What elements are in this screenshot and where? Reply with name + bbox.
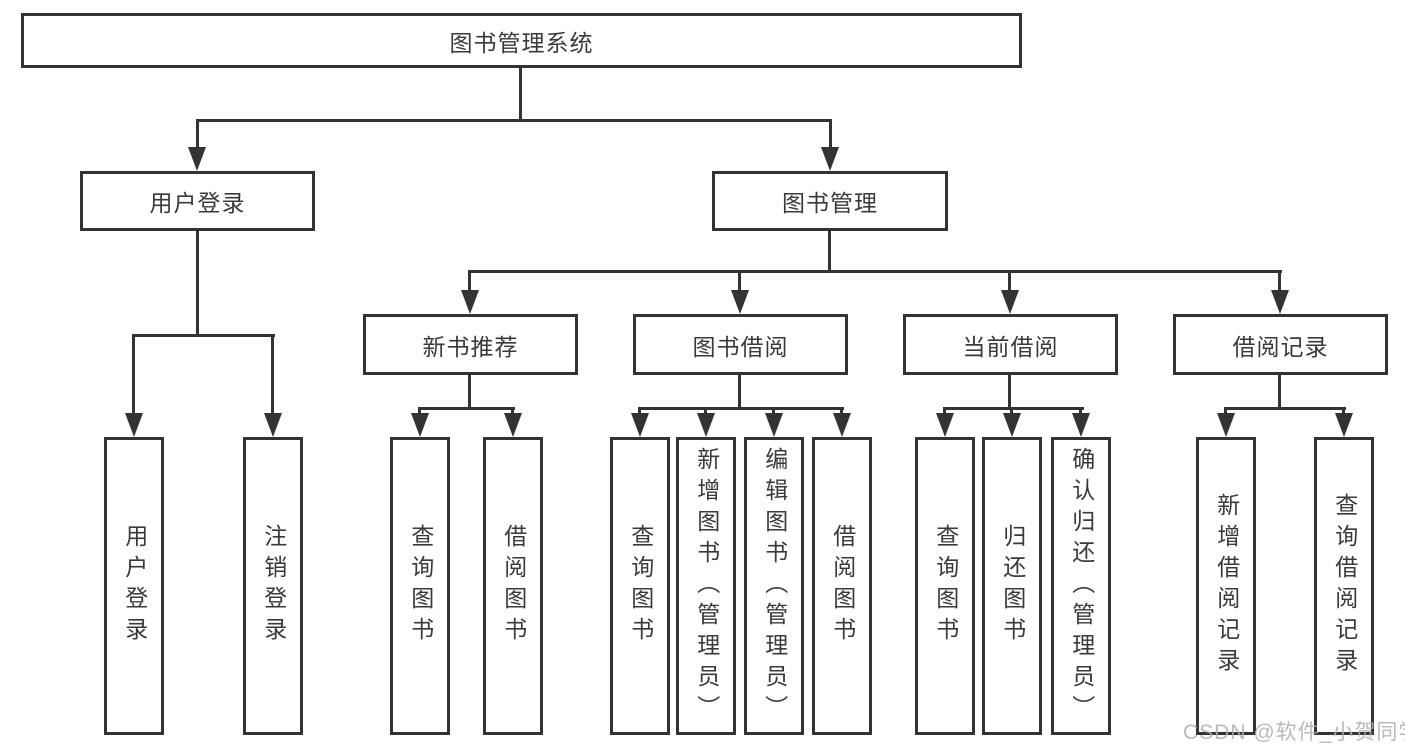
arrowhead-icon	[1335, 413, 1353, 437]
connector-line	[468, 270, 1282, 273]
leaf-label: 编辑图书（管理员）	[761, 446, 788, 726]
connector-line	[468, 375, 471, 410]
leaf-label: 新增图书（管理员）	[693, 446, 720, 726]
node-label: 借阅记录	[1232, 333, 1329, 360]
connector-line	[1079, 407, 1082, 417]
leaf-borrow-books-2: 借阅图书	[812, 437, 872, 735]
leaf-query-books-2: 查询图书	[610, 437, 670, 735]
connector-line	[943, 407, 946, 417]
connector-line	[1278, 375, 1281, 410]
node-user-login-branch: 用户登录	[80, 171, 315, 231]
leaf-query-books-1: 查询图书	[390, 437, 450, 735]
node-label: 用户登录	[149, 190, 246, 216]
arrowhead-icon	[1271, 290, 1289, 314]
connector-line	[1010, 407, 1013, 417]
connector-line	[943, 407, 1084, 410]
leaf-query-borrow-record: 查询借阅记录	[1314, 437, 1374, 735]
leaf-label: 新增借阅记录	[1213, 493, 1240, 679]
csdn-watermark: CSDN @软件_小贺同学	[1183, 721, 1405, 744]
leaf-label: 查询图书	[627, 524, 654, 648]
node-book-management-branch: 图书管理	[712, 171, 948, 231]
arrowhead-icon	[188, 147, 206, 171]
connector-line	[1008, 270, 1011, 292]
leaf-label: 注销登录	[260, 524, 287, 648]
leaf-label: 确认归还（管理员）	[1068, 446, 1095, 726]
arrowhead-icon	[1072, 413, 1090, 437]
connector-line	[196, 119, 832, 122]
leaf-label: 借阅图书	[500, 524, 527, 648]
connector-line	[1278, 270, 1281, 292]
connector-line	[1224, 407, 1346, 410]
leaf-label: 查询图书	[932, 524, 959, 648]
connector-line	[418, 407, 421, 417]
connector-line	[1008, 375, 1011, 410]
arrowhead-icon	[461, 290, 479, 314]
connector-line	[638, 407, 844, 410]
leaf-label: 借阅图书	[829, 524, 856, 648]
arrowhead-icon	[1003, 413, 1021, 437]
connector-line	[418, 407, 515, 410]
node-borrow-records: 借阅记录	[1173, 314, 1388, 375]
connector-line	[738, 375, 741, 410]
arrowhead-icon	[504, 413, 522, 437]
connector-line	[196, 119, 199, 150]
leaf-label: 查询借阅记录	[1331, 493, 1358, 679]
connector-line	[829, 119, 832, 150]
arrowhead-icon	[765, 413, 783, 437]
arrowhead-icon	[631, 413, 649, 437]
node-label: 图书借阅	[692, 333, 789, 360]
connector-line	[1224, 407, 1227, 417]
leaf-logout: 注销登录	[243, 437, 303, 735]
arrowhead-icon	[697, 413, 715, 437]
leaf-label: 归还图书	[999, 524, 1026, 648]
node-label: 新书推荐	[422, 333, 519, 360]
node-book-borrow: 图书借阅	[633, 314, 848, 375]
arrowhead-icon	[1217, 413, 1235, 437]
connector-line	[704, 407, 707, 417]
node-root: 图书管理系统	[21, 13, 1022, 68]
arrowhead-icon	[125, 413, 143, 437]
arrowhead-icon	[821, 147, 839, 171]
connector-line	[1342, 407, 1345, 417]
connector-line	[196, 231, 199, 337]
connector-line	[132, 334, 275, 337]
connector-line	[738, 270, 741, 292]
arrowhead-icon	[833, 413, 851, 437]
arrowhead-icon	[411, 413, 429, 437]
node-current-borrow: 当前借阅	[903, 314, 1118, 375]
node-new-book-recommend: 新书推荐	[363, 314, 578, 375]
leaf-confirm-return-admin: 确认归还（管理员）	[1051, 437, 1111, 735]
leaf-label: 查询图书	[407, 524, 434, 648]
connector-line	[828, 231, 831, 273]
leaf-add-books-admin: 新增图书（管理员）	[676, 437, 736, 735]
node-root-label: 图书管理系统	[449, 29, 594, 56]
connector-line	[511, 407, 514, 417]
connector-line	[772, 407, 775, 417]
connector-line	[132, 334, 135, 415]
connector-line	[271, 334, 274, 415]
node-label: 当前借阅	[962, 333, 1059, 360]
arrowhead-icon	[1001, 290, 1019, 314]
leaf-return-books: 归还图书	[982, 437, 1042, 735]
leaf-query-books-3: 查询图书	[915, 437, 975, 735]
leaf-edit-books-admin: 编辑图书（管理员）	[744, 437, 804, 735]
leaf-label: 用户登录	[121, 524, 148, 648]
arrowhead-icon	[936, 413, 954, 437]
arrowhead-icon	[731, 290, 749, 314]
arrowhead-icon	[264, 413, 282, 437]
leaf-add-borrow-record: 新增借阅记录	[1196, 437, 1256, 735]
node-label: 图书管理	[782, 190, 878, 216]
leaf-borrow-books-1: 借阅图书	[483, 437, 543, 735]
leaf-user-login: 用户登录	[104, 437, 164, 735]
connector-line	[638, 407, 641, 417]
connector-line	[519, 68, 522, 122]
connector-line	[840, 407, 843, 417]
connector-line	[468, 270, 471, 292]
